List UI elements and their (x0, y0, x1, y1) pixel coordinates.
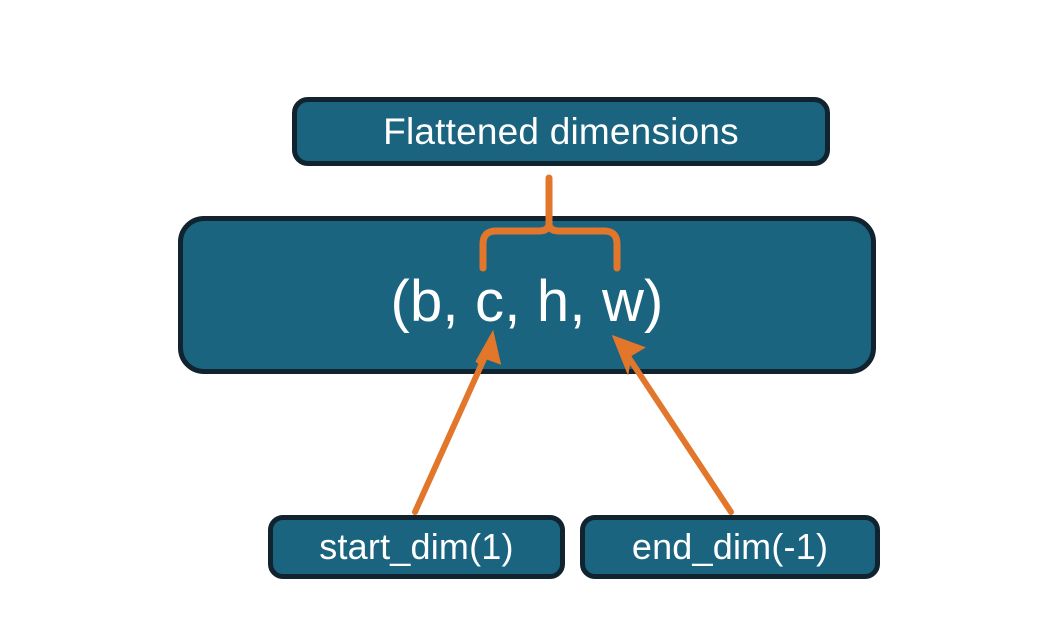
node-start-dim[interactable]: start_dim(1) (268, 515, 565, 579)
node-tensor-shape[interactable]: (b, c, h, w) (178, 216, 876, 374)
end-dim-arrow-shaft (622, 349, 734, 515)
node-end-dim-label: end_dim(-1) (631, 526, 829, 567)
node-start-dim-label: start_dim(1) (319, 526, 514, 567)
start-dim-arrow-shaft (412, 347, 491, 515)
node-end-dim[interactable]: end_dim(-1) (580, 515, 880, 579)
node-flattened-dimensions[interactable]: Flattened dimensions (292, 97, 830, 166)
node-tensor-shape-label: (b, c, h, w) (390, 268, 664, 334)
node-flattened-dimensions-label: Flattened dimensions (383, 110, 739, 152)
